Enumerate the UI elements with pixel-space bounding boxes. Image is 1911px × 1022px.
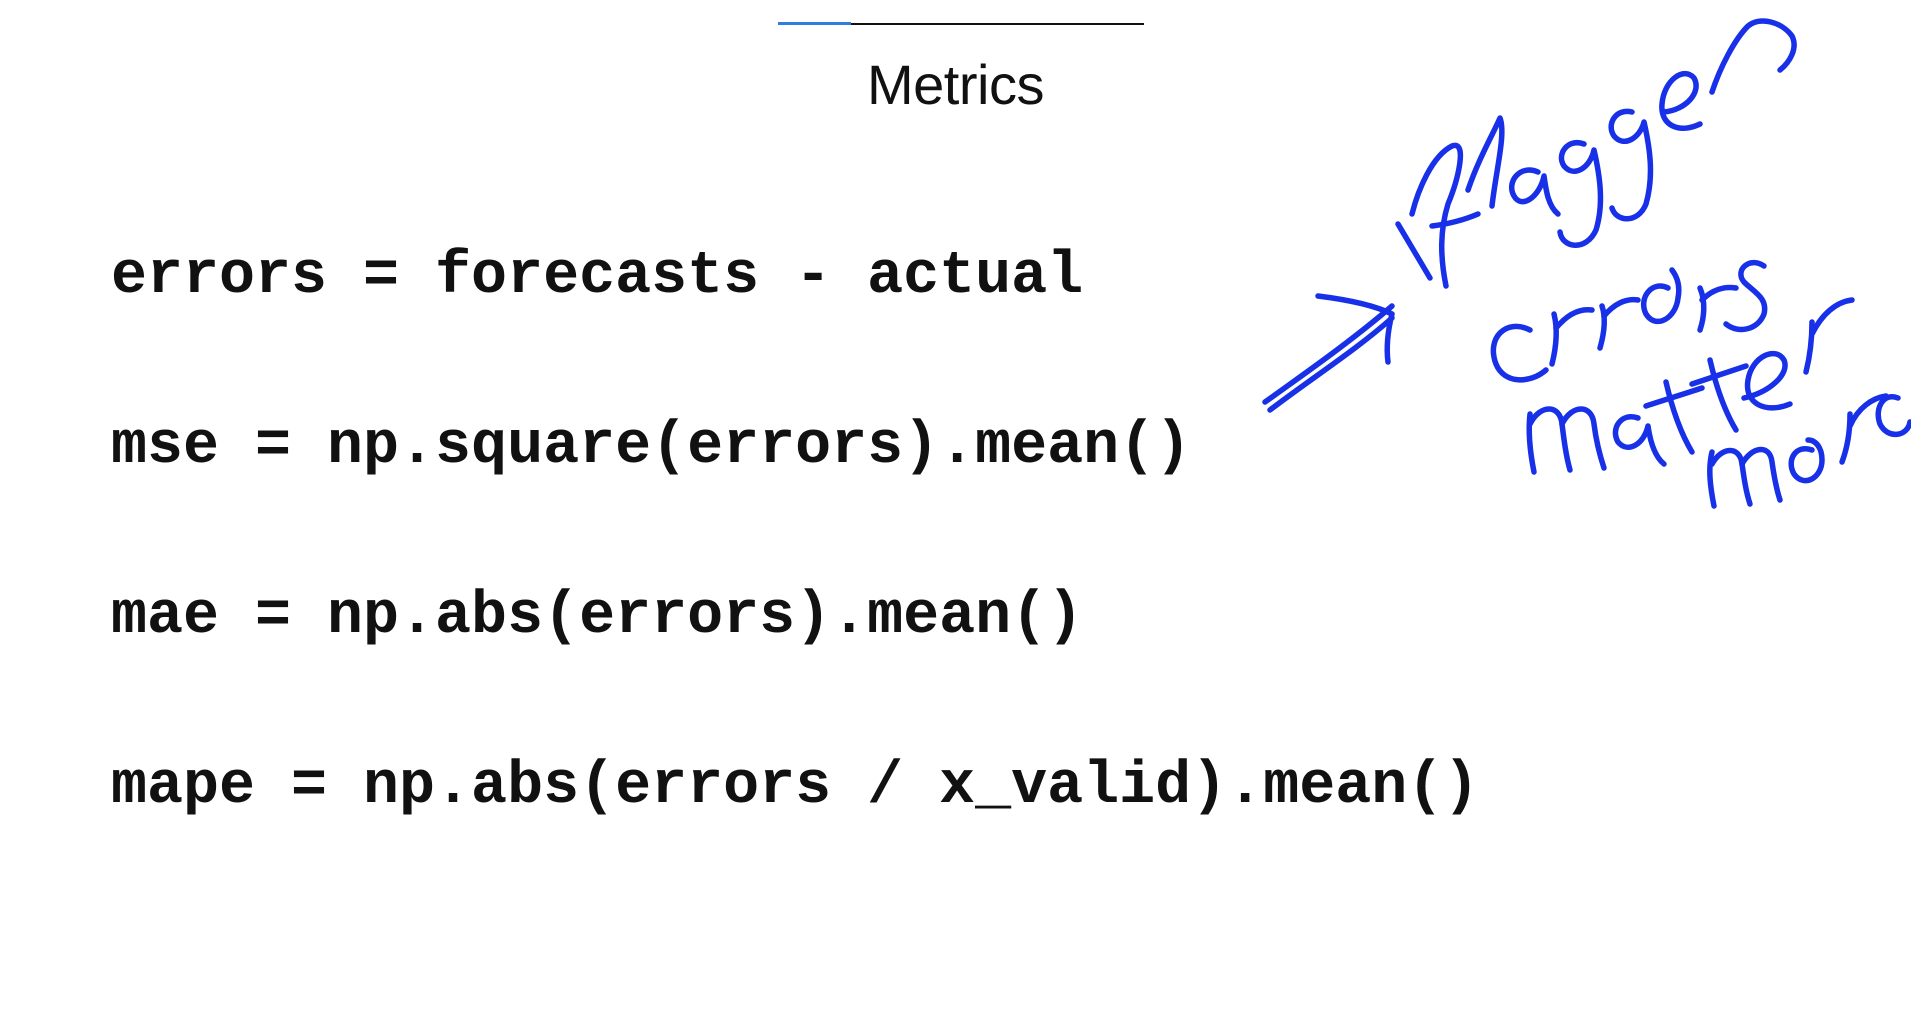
handwriting-errors xyxy=(1553,306,1595,331)
annotation-arrow xyxy=(1267,315,1395,413)
handwriting-more xyxy=(1875,394,1911,437)
title-divider xyxy=(778,23,1144,25)
handwriting-matter xyxy=(1689,363,1749,387)
handwriting-more xyxy=(1739,446,1783,503)
code-line-mape: mape = np.abs(errors / x_valid).mean() xyxy=(111,753,1480,821)
handwriting-if xyxy=(1429,211,1481,229)
handwriting-errors xyxy=(1549,311,1559,367)
code-line-errors: errors = forecasts - actual xyxy=(111,243,1084,311)
title-divider-accent xyxy=(778,22,851,25)
handwriting-more xyxy=(1709,447,1753,507)
handwriting-matter xyxy=(1803,319,1815,375)
handwriting-matter xyxy=(1707,357,1739,433)
handwriting-errors xyxy=(1697,285,1707,333)
code-line-mse: mse = np.square(errors).mean() xyxy=(111,413,1192,481)
slide-title: Metrics xyxy=(867,53,1044,116)
handwriting-matter xyxy=(1809,297,1855,337)
handwriting-more xyxy=(1707,449,1717,509)
annotation-arrow xyxy=(1262,303,1395,405)
handwriting-if xyxy=(1409,142,1464,289)
handwriting-errors xyxy=(1597,303,1607,351)
handwriting-matter xyxy=(1527,406,1573,473)
handwriting-more xyxy=(1847,393,1889,429)
handwriting-errors xyxy=(1699,284,1739,303)
handwriting-errors xyxy=(1641,267,1682,324)
handwriting-larger xyxy=(1557,139,1604,248)
handwriting-errors xyxy=(1490,323,1549,383)
handwriting-matter xyxy=(1663,379,1695,455)
handwriting-larger xyxy=(1509,167,1561,217)
handwriting-larger xyxy=(1465,115,1505,209)
handwriting-matter xyxy=(1559,406,1607,471)
handwriting-matter xyxy=(1526,411,1537,475)
handwriting-errors xyxy=(1723,259,1768,333)
handwriting-more xyxy=(1788,437,1825,484)
handwriting-matter xyxy=(1741,350,1793,411)
handwriting-larger xyxy=(1608,108,1654,222)
handwriting-more xyxy=(1839,411,1853,465)
handwriting-matter xyxy=(1643,385,1705,409)
handwriting-errors xyxy=(1601,296,1641,319)
handwriting-if xyxy=(1395,221,1433,281)
handwriting-matter xyxy=(1612,413,1667,467)
code-line-mae: mae = np.abs(errors).mean() xyxy=(111,583,1084,651)
annotation-arrow xyxy=(1315,293,1395,365)
